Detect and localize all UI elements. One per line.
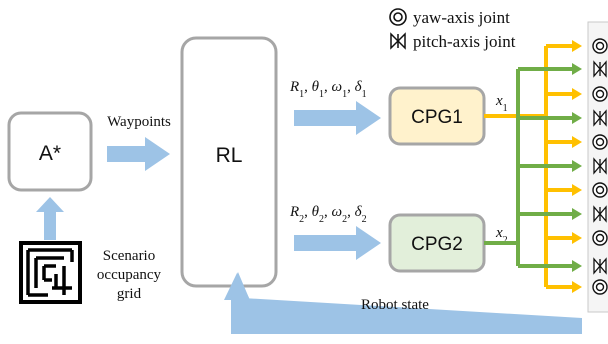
yaw-joint-legend-label: yaw-axis joint (413, 8, 510, 27)
grid-to-astar-arrow (36, 197, 64, 240)
yaw-joint-icon (592, 38, 608, 54)
pitch-signal-arrow-5 (518, 260, 582, 272)
yaw-joint-icon (592, 182, 608, 198)
robot-joints (592, 38, 608, 295)
pitch-joint-icon (593, 60, 607, 78)
pitch-signal-arrow-3 (518, 160, 582, 172)
astar-box (7, 111, 93, 192)
yaw-joint-icon (592, 86, 608, 102)
yaw-signal-arrow-2 (546, 88, 582, 100)
output-x1-label: x1 (495, 93, 508, 114)
rl-to-cpg1-arrow (294, 101, 381, 135)
rl-to-cpg2-arrow (294, 226, 381, 260)
waypoints-label: Waypoints (107, 114, 171, 130)
yaw-joint-icon (592, 230, 608, 246)
pitch-signal-arrow-4 (518, 208, 582, 220)
robot-state-label: Robot state (361, 297, 429, 313)
yaw-signal-arrow-4 (546, 184, 582, 196)
scenario-label-line1: Scenario (103, 248, 155, 264)
yaw-joint-icon (592, 279, 608, 295)
params-2: R2, θ2, ω2, δ2 (289, 204, 367, 225)
green-arrow-group (518, 63, 582, 272)
yaw-signal-arrow-5 (546, 232, 582, 244)
pitch-joint-icon (593, 157, 607, 175)
pitch-joint-icon (593, 109, 607, 127)
yaw-joint-icon (592, 134, 608, 150)
pitch-joint-legend-label: pitch-axis joint (413, 32, 516, 51)
cpg1-label: CPG1 (411, 107, 463, 128)
astar-to-rl-arrow (107, 137, 170, 171)
astar-label: A* (39, 142, 61, 165)
pitch-signal-arrow-1 (518, 63, 582, 75)
scenario-label-line2: occupancy (97, 267, 162, 283)
rl-label: RL (216, 144, 243, 167)
robot-state-feedback-body (231, 298, 582, 334)
maze-icon (19, 241, 82, 304)
pitch-signal-arrow-2 (518, 112, 582, 124)
pitch-joint-icon (593, 205, 607, 223)
params-1: R1, θ1, ω1, δ1 (289, 79, 367, 100)
robot-state-feedback-head (224, 273, 250, 300)
scenario-label-line3: grid (117, 286, 142, 302)
yaw-signal-arrow-1 (546, 40, 582, 52)
legend: yaw-axis joint pitch-axis joint (389, 8, 516, 51)
pitch-joint-legend-icon (390, 32, 406, 50)
yaw-signal-arrow-6 (546, 281, 582, 293)
cpg2-label: CPG2 (411, 234, 463, 255)
output-x2-label: x2 (495, 225, 508, 246)
yaw-joint-legend-icon (389, 8, 407, 26)
yaw-signal-arrow-3 (546, 136, 582, 148)
pitch-joint-icon (593, 257, 607, 275)
yellow-arrow-group (546, 40, 582, 293)
rl-box (180, 36, 278, 288)
